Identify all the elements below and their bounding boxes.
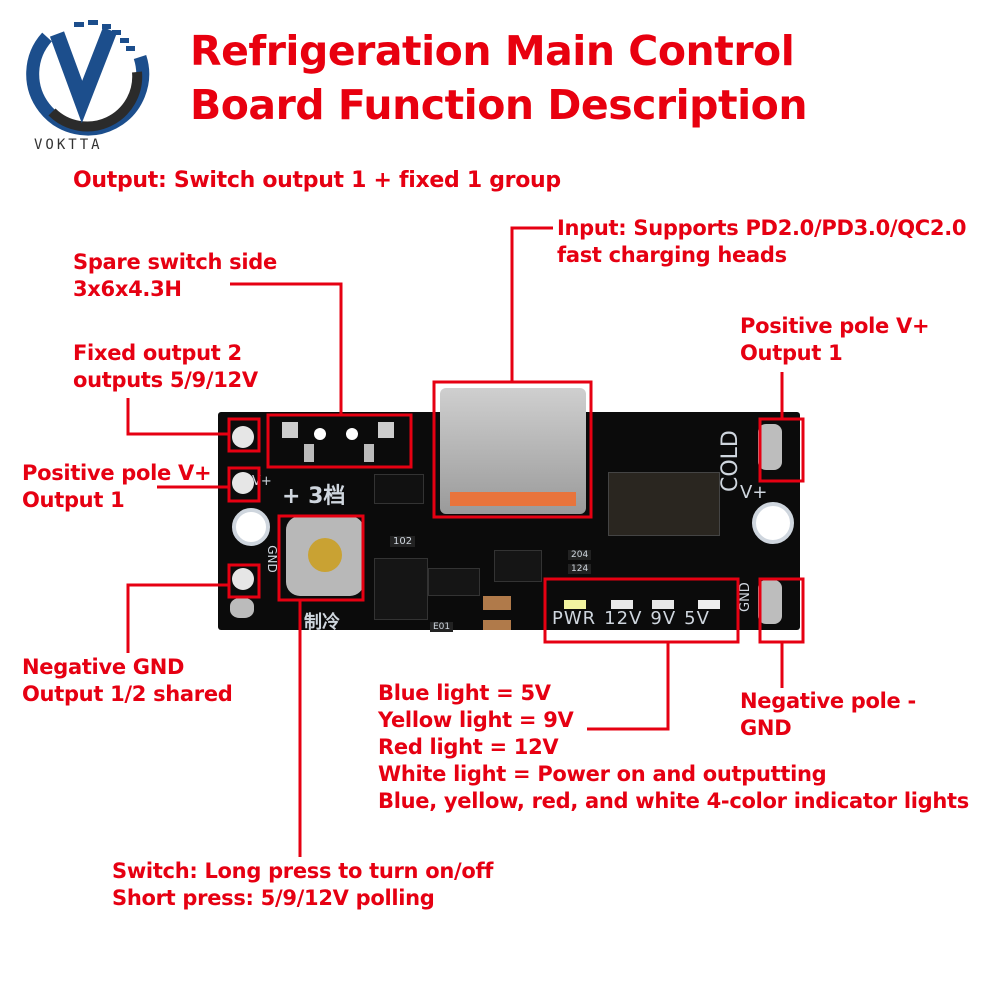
ic-sop xyxy=(494,550,542,582)
brand-name: VOKTTA xyxy=(34,137,103,153)
led-9v xyxy=(652,600,674,609)
pcb-board: GND + 3档 V+ 制冷 102 204 124 E01 COLD V+ G… xyxy=(218,388,800,633)
box-vplus-left xyxy=(227,466,261,503)
callout-fixed-output: Fixed output 2 outputs 5/9/12V xyxy=(73,341,258,392)
switch-button-cap[interactable] xyxy=(308,538,342,572)
mount-hole-right xyxy=(752,502,794,544)
page-title: Refrigeration Main Control Board Functio… xyxy=(190,24,808,132)
led-pwr xyxy=(564,600,586,609)
ic-sot-2 xyxy=(428,568,480,596)
light-red: Red light = 12V xyxy=(378,735,559,759)
led-label-pwr: PWR xyxy=(552,608,597,629)
box-usb-c xyxy=(432,380,593,519)
led-12v xyxy=(611,600,633,609)
ic-sot xyxy=(374,474,424,504)
box-leds xyxy=(543,577,740,644)
pad-fixed-output xyxy=(232,426,254,448)
led-label-9v: 9V xyxy=(650,608,677,629)
pad-gnd-right xyxy=(758,580,782,624)
pad-gnd-left xyxy=(232,568,254,590)
usb-c-base xyxy=(450,492,576,506)
callout-switch: Switch: Long press to turn on/off Short … xyxy=(112,859,494,910)
pad-vplus-left xyxy=(232,472,254,494)
silk-cold-cn: 制冷 xyxy=(304,612,340,633)
box-switch xyxy=(277,514,365,602)
callout-spare-switch: Spare switch side 3x6x4.3H xyxy=(73,250,277,301)
box-spare-switch xyxy=(266,413,413,469)
capacitor-1 xyxy=(483,596,511,610)
voktta-logo-icon xyxy=(26,20,150,136)
led-5v xyxy=(698,600,720,609)
title-line-1: Refrigeration Main Control xyxy=(190,27,795,75)
spare-switch-footprint xyxy=(278,420,402,464)
ic-mosfet xyxy=(374,558,428,620)
light-blue: Blue light = 5V xyxy=(378,681,551,705)
pad-vplus-right xyxy=(758,424,782,470)
box-gnd-left xyxy=(227,563,261,599)
ic-controller-tssop xyxy=(608,472,720,536)
tactile-switch[interactable] xyxy=(286,516,364,596)
box-vplus-right xyxy=(758,417,805,483)
light-summary: Blue, yellow, red, and white 4-color ind… xyxy=(378,789,969,813)
callout-negative-right: Negative pole - GND xyxy=(740,689,916,740)
pad-gnd-left-2 xyxy=(230,598,254,618)
title-line-2: Board Function Description xyxy=(190,81,808,129)
silk-plus-3: + 3档 xyxy=(282,484,346,509)
line-gnd-left xyxy=(126,583,229,653)
mount-hole-left xyxy=(232,508,270,546)
box-fixed-output xyxy=(227,417,261,453)
line-spare-switch xyxy=(230,282,343,415)
brand-logo: VOKTTA xyxy=(12,12,162,153)
line-fixed-output xyxy=(126,398,229,436)
silk-vplus-right: V+ xyxy=(740,482,768,503)
capacitor-2 xyxy=(483,620,511,630)
silk-vplus-left: V+ xyxy=(252,474,272,489)
resistor-124: 124 xyxy=(568,564,592,574)
callout-positive-left: Positive pole V+ Output 1 xyxy=(22,461,212,512)
light-yellow: Yellow light = 9V xyxy=(378,708,574,732)
led-label-12v: 12V xyxy=(604,608,643,629)
output-summary: Output: Switch output 1 + fixed 1 group xyxy=(73,168,561,193)
led-label-row: PWR 12V 9V 5V xyxy=(552,608,710,629)
resistor-102: 102 xyxy=(390,536,416,547)
resistor-204: 204 xyxy=(568,550,592,560)
resistor-e01: E01 xyxy=(430,622,454,632)
usb-c-connector[interactable] xyxy=(440,388,586,514)
callout-positive-right: Positive pole V+ Output 1 xyxy=(740,314,930,365)
callout-lights: Blue light = 5V Yellow light = 9V Red li… xyxy=(378,680,969,815)
box-gnd-right xyxy=(758,577,805,644)
line-usb-c xyxy=(510,226,553,382)
light-white: White light = Power on and outputting xyxy=(378,762,827,786)
callout-input: Input: Supports PD2.0/PD3.0/QC2.0 fast c… xyxy=(557,216,967,267)
led-label-5v: 5V xyxy=(684,608,710,629)
callout-negative-left: Negative GND Output 1/2 shared xyxy=(22,655,233,706)
line-leds xyxy=(587,642,670,731)
